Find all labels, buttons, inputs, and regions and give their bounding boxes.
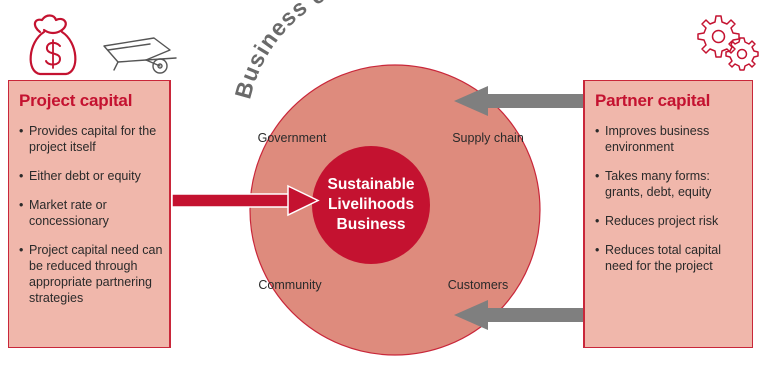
- project-capital-list: Provides capital for the project itself …: [19, 123, 165, 319]
- center-line-2: Livelihoods: [328, 196, 414, 213]
- project-capital-title: Project capital: [19, 91, 133, 110]
- partner-capital-arrow-top: [454, 86, 584, 116]
- partner-capital-list: Improves business environment Takes many…: [595, 123, 748, 287]
- money-bag-icon: [29, 14, 77, 76]
- list-item: Either debt or equity: [19, 168, 165, 184]
- gears-icon: [697, 15, 759, 71]
- list-item: Takes many forms: grants, debt, equity: [595, 168, 748, 200]
- partner-capital-panel: Partner capital Improves business enviro…: [583, 80, 753, 348]
- project-capital-panel: Project capital Provides capital for the…: [8, 80, 171, 348]
- partner-capital-arrow-bottom: [454, 300, 584, 330]
- wheelbarrow-icon: [103, 37, 177, 74]
- center-line-3: Business: [337, 216, 406, 233]
- list-item: Project capital need can be reduced thro…: [19, 242, 165, 306]
- quadrant-supply-chain: Supply chain: [452, 131, 524, 145]
- center-line-1: Sustainable: [328, 176, 415, 193]
- quadrant-community: Community: [258, 278, 322, 292]
- list-item: Reduces total capital need for the proje…: [595, 242, 748, 274]
- list-item: Improves business environment: [595, 123, 748, 155]
- quadrant-customers: Customers: [448, 278, 508, 292]
- list-item: Market rate or concessionary: [19, 197, 165, 229]
- partner-capital-title: Partner capital: [595, 91, 711, 110]
- list-item: Reduces project risk: [595, 213, 748, 229]
- project-capital-arrow: [171, 184, 320, 217]
- list-item: Provides capital for the project itself: [19, 123, 165, 155]
- core-business-circle: [312, 146, 430, 264]
- quadrant-government: Government: [258, 131, 327, 145]
